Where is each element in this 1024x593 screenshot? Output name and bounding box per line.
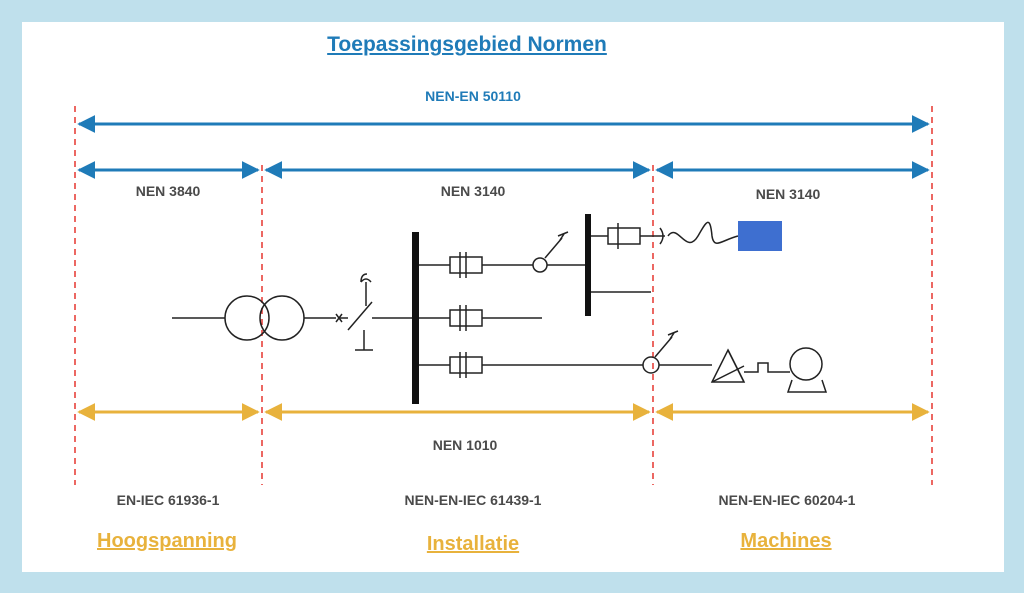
main-busbar (412, 232, 419, 404)
section-installatie: Installatie (426, 533, 520, 555)
breaker-x-icon (335, 313, 343, 323)
machine-block-icon (738, 221, 782, 251)
label-zone3-top: NEN 3140 (755, 186, 821, 202)
breaker-contact-icon (347, 301, 373, 331)
cable-icon (667, 221, 739, 244)
fuse-4-icon (607, 227, 641, 245)
blue-span-arrows (77, 115, 930, 179)
label-bottom-span: NEN 1010 (432, 437, 498, 453)
label-zone1-iec: EN-IEC 61936-1 (116, 492, 220, 508)
section-hoogspanning: Hoogspanning (97, 530, 237, 552)
label-zone2-top: NEN 3140 (440, 183, 506, 199)
switch-1-icon (532, 257, 548, 273)
transformer-primary-icon (224, 295, 270, 341)
switch-3-icon (642, 356, 660, 374)
circuit-symbols (172, 221, 828, 393)
label-zone3-iec: NEN-EN-IEC 60204-1 (718, 492, 856, 508)
label-zone2-iec: NEN-EN-IEC 61439-1 (404, 492, 542, 508)
label-overall-standard: NEN-EN 50110 (425, 88, 521, 104)
breaker-actuator-icon (360, 273, 372, 306)
diagram-title: Toepassingsgebied Normen (327, 33, 607, 56)
motor-icon (789, 347, 823, 381)
transformer-secondary-icon (259, 295, 305, 341)
zone-dividers (74, 106, 933, 485)
diagram-panel (22, 22, 1004, 572)
rectifier-icon (710, 348, 746, 383)
label-zone1-top: NEN 3840 (135, 183, 201, 199)
section-machines: Machines (740, 530, 832, 552)
secondary-busbar (585, 214, 591, 316)
